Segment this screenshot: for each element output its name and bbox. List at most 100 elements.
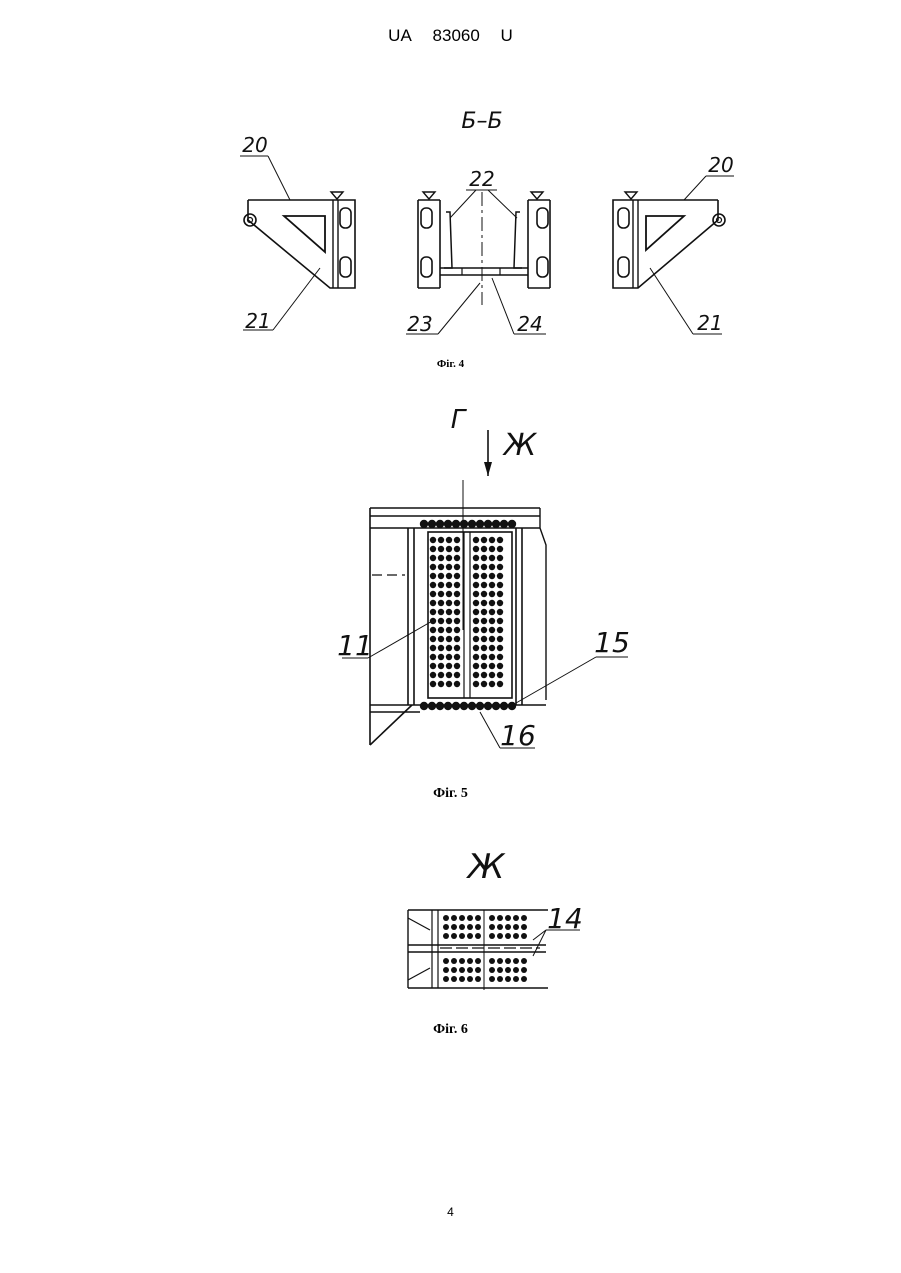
hole-dot [505, 967, 511, 973]
callout-20-right: 20 [708, 153, 733, 177]
hole-dot [475, 924, 481, 930]
hole-dot [489, 924, 495, 930]
hole-dot [475, 933, 481, 939]
callout-21-left: 21 [245, 309, 270, 333]
hole-dot [454, 672, 460, 678]
hole-dot [436, 702, 444, 710]
hole-dot [497, 672, 503, 678]
hole-dot [497, 591, 503, 597]
hole-dot [489, 555, 495, 561]
hole-dot [459, 967, 465, 973]
hole-dot [459, 976, 465, 982]
hole-dot [454, 591, 460, 597]
hole-dot [454, 654, 460, 660]
hole-dot [489, 967, 495, 973]
hole-dot [473, 609, 479, 615]
hole-dot [436, 520, 444, 528]
hole-dot [473, 663, 479, 669]
hole-dot [505, 915, 511, 921]
hole-dot [446, 564, 452, 570]
hole-dot [481, 672, 487, 678]
hole-dot [489, 564, 495, 570]
hole-dot [481, 591, 487, 597]
hole-dot [497, 573, 503, 579]
hole-dot [454, 681, 460, 687]
callout-16: 16 [500, 719, 536, 752]
hole-dot [481, 573, 487, 579]
hole-dot [473, 681, 479, 687]
hole-dot [438, 672, 444, 678]
hole-dot [430, 555, 436, 561]
hole-dot [481, 645, 487, 651]
callout-23: 23 [407, 312, 432, 336]
hole-dot [446, 582, 452, 588]
hole-dot [438, 654, 444, 660]
hole-dot [484, 520, 492, 528]
hole-dot [459, 933, 465, 939]
hole-dot [481, 654, 487, 660]
hole-dot [446, 609, 452, 615]
hole-dot [505, 924, 511, 930]
hole-dot [489, 591, 495, 597]
hole-dot [438, 573, 444, 579]
hole-dot [430, 645, 436, 651]
hole-dot [473, 636, 479, 642]
hole-dot [446, 555, 452, 561]
hole-dot [454, 573, 460, 579]
hole-dot [497, 564, 503, 570]
view-mark-zh: Ж [502, 428, 538, 463]
hole-dot [446, 618, 452, 624]
hole-dot [430, 654, 436, 660]
hole-dot [438, 537, 444, 543]
hole-dot [497, 582, 503, 588]
hole-dot [497, 681, 503, 687]
hole-dot [481, 627, 487, 633]
hole-dot [521, 933, 527, 939]
hole-dot [454, 627, 460, 633]
hole-dot [446, 627, 452, 633]
hole-dot [497, 636, 503, 642]
hole-dot [481, 555, 487, 561]
callout-15: 15 [594, 626, 630, 659]
hole-dot [467, 958, 473, 964]
figure-4-caption: Фіг. 4 [0, 358, 901, 370]
figure-5-caption: Фіг. 5 [0, 786, 901, 802]
hole-dot [489, 546, 495, 552]
hole-dot [430, 537, 436, 543]
hole-dot [438, 618, 444, 624]
hole-dot [438, 600, 444, 606]
hole-dot [438, 591, 444, 597]
hole-dot [497, 924, 503, 930]
hole-dot [452, 702, 460, 710]
hole-dot [443, 915, 449, 921]
hole-dot [459, 924, 465, 930]
hole-dot [481, 546, 487, 552]
hole-dot [451, 924, 457, 930]
hole-dot [492, 702, 500, 710]
figure-5: Г Ж [337, 405, 630, 752]
hole-dot [443, 933, 449, 939]
callout-21-right: 21 [697, 311, 722, 335]
hole-dot [444, 702, 452, 710]
hole-dot [489, 618, 495, 624]
hole-dot [438, 627, 444, 633]
hole-dot [489, 654, 495, 660]
hole-dot [444, 520, 452, 528]
hole-dot [446, 591, 452, 597]
hole-dot [497, 618, 503, 624]
hole-dot [481, 564, 487, 570]
hole-dot [438, 546, 444, 552]
hole-dot [438, 681, 444, 687]
hole-dot [481, 663, 487, 669]
hole-dot [430, 627, 436, 633]
hole-dot [438, 555, 444, 561]
hole-dot [489, 645, 495, 651]
hole-dot [489, 636, 495, 642]
hole-dot [489, 933, 495, 939]
hole-dot [513, 976, 519, 982]
hole-dot [454, 582, 460, 588]
hole-dot [481, 681, 487, 687]
hole-dot [430, 546, 436, 552]
hole-dot [481, 609, 487, 615]
hole-dot [489, 976, 495, 982]
